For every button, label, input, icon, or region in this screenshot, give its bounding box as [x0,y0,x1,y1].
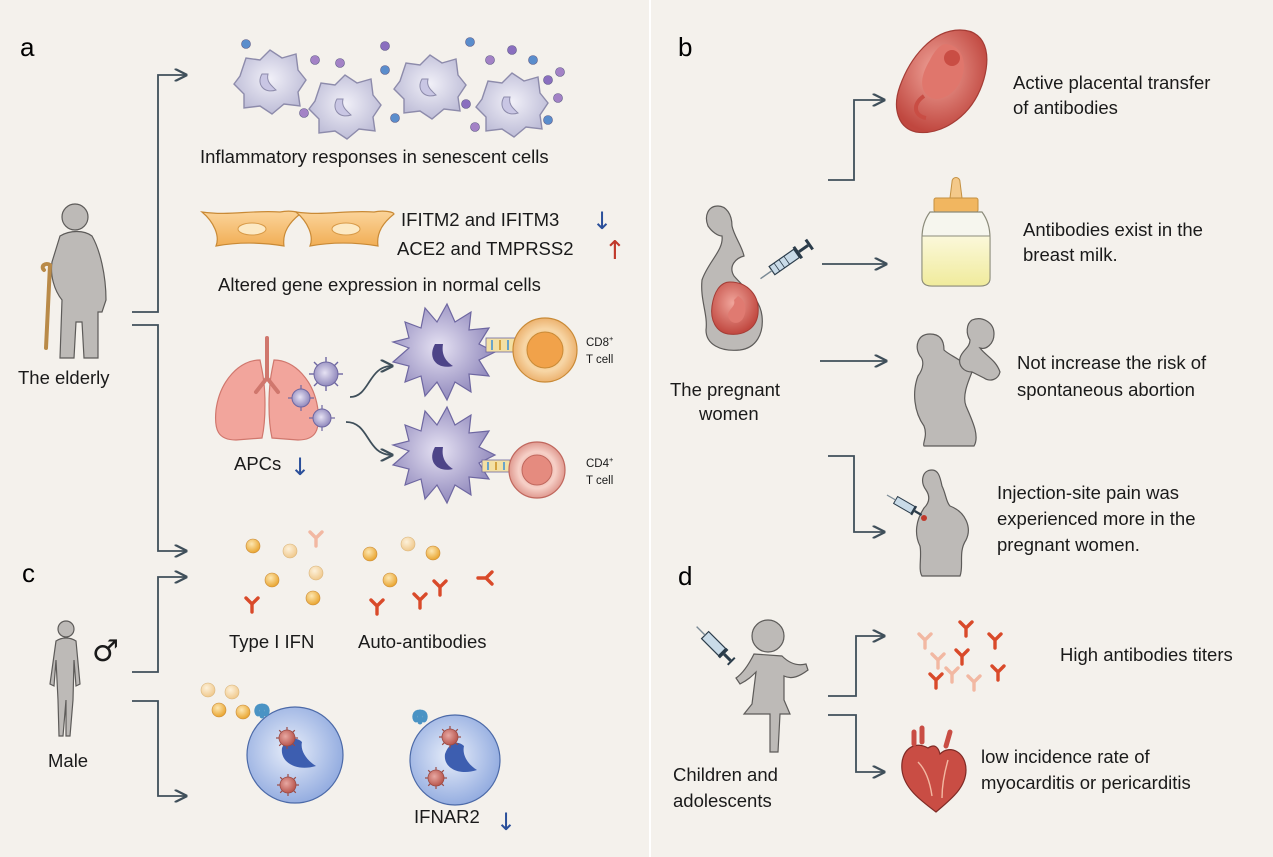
placental-transfer-line2: of antibodies [1013,97,1118,118]
altered-expression-caption: Altered gene expression in normal cells [218,274,541,295]
syringe-child-icon [696,626,736,666]
pregnant-woman-icon [701,205,763,351]
heart-icon [901,725,967,813]
male-label: Male [48,750,88,771]
abortion-risk-line1: Not increase the risk of [1017,352,1207,373]
high-titers-label: High antibodies titers [1060,644,1233,665]
gene-ace2-label: ACE2 and TMPRSS2 [397,238,574,259]
cd4-label: CD4+ [586,455,614,470]
apc-small-icon [288,357,343,431]
up-arrow-ace2-icon: ↑ [604,236,626,266]
panel-c-letter: c [22,558,35,588]
dendritic-cell-cd4-icon [390,405,566,505]
breast-milk-line1: Antibodies exist in the [1023,219,1203,240]
panel-d-connectors [828,636,884,772]
pregnant-label-line1: The pregnant [670,379,780,400]
elderly-person-icon [40,203,107,359]
children-label-line2: adolescents [673,790,772,811]
type-i-ifn-label: Type I IFN [229,631,314,652]
placental-transfer-line1: Active placental transfer [1013,72,1210,93]
panel-c-connectors [132,577,186,796]
injection-pain-line1: Injection-site pain was [997,482,1179,503]
children-label-line1: Children and [673,764,778,785]
myocarditis-line2: myocarditis or pericarditis [981,772,1191,793]
cd8-label: CD8+ [586,334,614,349]
syringe-icon [760,238,814,280]
abortion-risk-line2: spontaneous abortion [1017,379,1195,400]
baby-bottle-icon [921,177,991,287]
down-arrow-ifnar2-icon: ↓ [496,808,516,836]
auto-antibodies-label: Auto-antibodies [358,631,487,652]
gene-ifitm-label: IFITM2 and IFITM3 [401,209,559,230]
breast-milk-line2: breast milk. [1023,244,1118,265]
inflammatory-caption: Inflammatory responses in senescent cell… [200,146,549,167]
panel-a-connectors [132,75,186,551]
syringe-small-icon [886,494,923,517]
normal-cells-icon [199,210,395,247]
type-i-ifn-icon [244,530,324,614]
senescent-cells-icon [233,37,565,140]
panel-b-connectors [820,100,886,532]
antibodies-cluster-icon [917,620,1006,692]
ifnar2-cells-icon [200,682,501,806]
elderly-label: The elderly [18,367,110,388]
dendritic-cell-cd8-icon [390,302,578,402]
down-arrow-apcs-icon: ↓ [290,453,310,481]
ifnar2-label: IFNAR2 [414,806,480,827]
cd8-tcell-label: T cell [586,354,613,366]
male-symbol-icon: ♂ [92,634,119,669]
injection-pregnant-icon [915,469,969,577]
mother-baby-icon [914,318,1001,447]
apcs-label: APCs [234,453,281,474]
injection-pain-line3: pregnant women. [997,534,1140,555]
panel-d-letter: d [678,561,692,591]
auto-antibodies-icon [362,536,494,616]
child-icon [735,619,809,753]
placenta-fetus-icon [895,29,988,134]
panel-a-letter: a [20,32,35,62]
male-person-icon [49,620,81,737]
injection-pain-line2: experienced more in the [997,508,1195,529]
pregnant-label-line2: women [698,403,759,424]
down-arrow-ifitm-icon: ↓ [592,207,612,235]
cd4-tcell-label: T cell [586,475,613,487]
apc-to-dc-arrows [345,366,392,455]
panel-b-letter: b [678,32,692,62]
myocarditis-line1: low incidence rate of [981,746,1151,767]
